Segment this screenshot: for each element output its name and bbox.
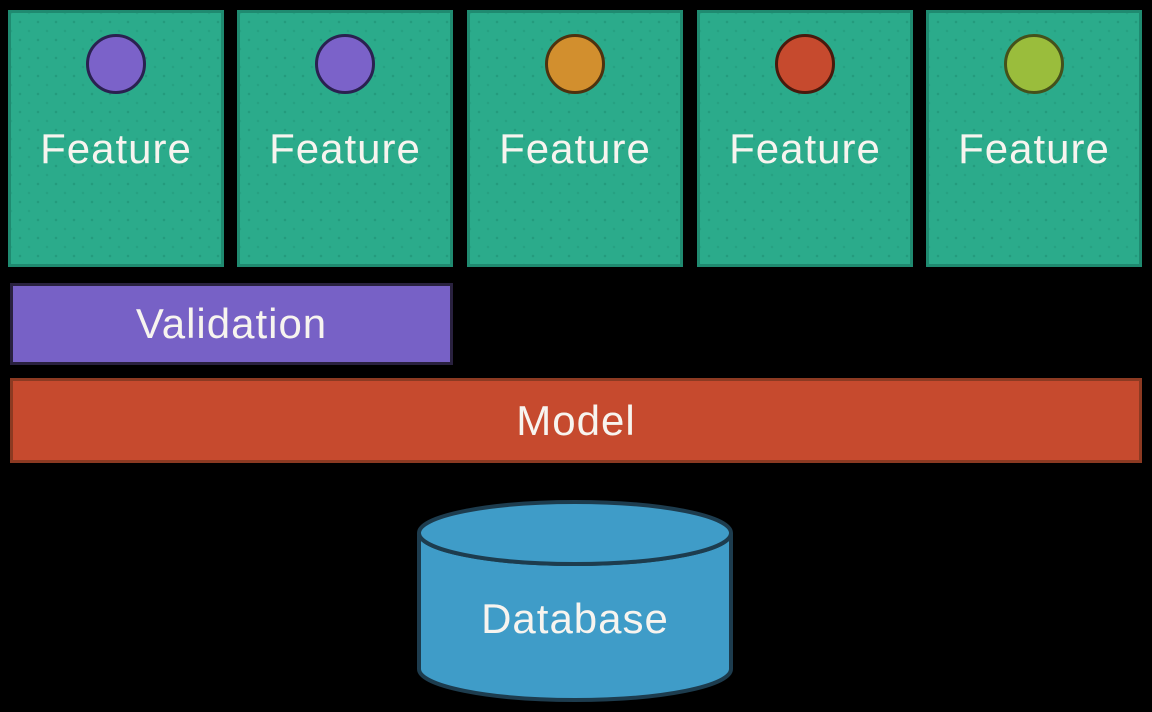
feature-dot-purple-icon: [315, 34, 375, 94]
feature-label: Feature: [40, 125, 192, 172]
feature-box-5: Feature: [926, 10, 1142, 267]
feature-dot-orange-icon: [545, 34, 605, 94]
model-box: Model: [10, 378, 1142, 463]
feature-box-1: Feature: [8, 10, 224, 267]
feature-dot-red-icon: [775, 34, 835, 94]
validation-box: Validation: [10, 283, 453, 365]
feature-dot-purple-icon: [86, 34, 146, 94]
database-cylinder-top: [417, 500, 733, 566]
database-cylinder-icon: [415, 498, 735, 704]
feature-label: Feature: [958, 125, 1110, 172]
model-label: Model: [516, 396, 636, 444]
feature-label: Feature: [499, 125, 651, 172]
feature-label: Feature: [729, 125, 881, 172]
feature-box-4: Feature: [697, 10, 913, 267]
validation-label: Validation: [135, 300, 328, 347]
feature-dot-green-icon: [1004, 34, 1064, 94]
feature-box-3: Feature: [467, 10, 683, 267]
database-label: Database: [481, 595, 669, 642]
feature-box-2: Feature: [237, 10, 453, 267]
feature-label: Feature: [269, 125, 421, 172]
